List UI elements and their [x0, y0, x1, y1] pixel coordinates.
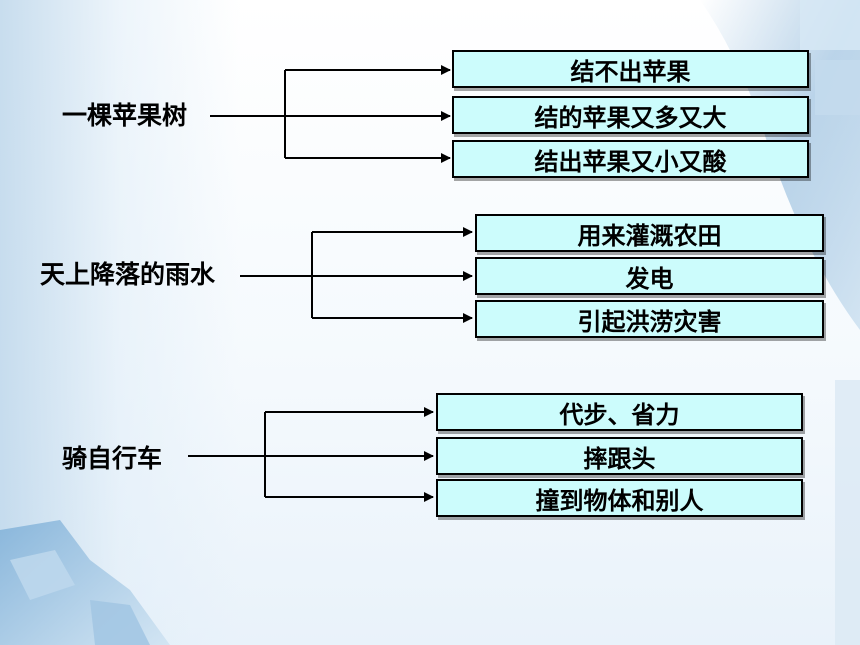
outcome-box: 摔跟头 — [436, 437, 803, 475]
outcome-box: 代步、省力 — [436, 393, 803, 431]
outcome-box: 结不出苹果 — [452, 50, 809, 88]
stem-rainwater: 天上降落的雨水 — [40, 260, 216, 289]
stem-bicycle: 骑自行车 — [62, 444, 163, 473]
right-edge-shape — [835, 380, 860, 645]
outcome-box: 引起洪涝灾害 — [475, 300, 824, 338]
outcome-box: 用来灌溉农田 — [475, 214, 824, 252]
stem-apple-tree: 一棵苹果树 — [62, 101, 188, 130]
outcome-box: 发电 — [475, 257, 824, 295]
outcome-box: 结出苹果又小又酸 — [452, 140, 809, 178]
outcome-box: 结的苹果又多又大 — [452, 96, 809, 134]
outcome-box: 撞到物体和别人 — [436, 479, 803, 517]
bottom-left-shape — [0, 520, 170, 645]
